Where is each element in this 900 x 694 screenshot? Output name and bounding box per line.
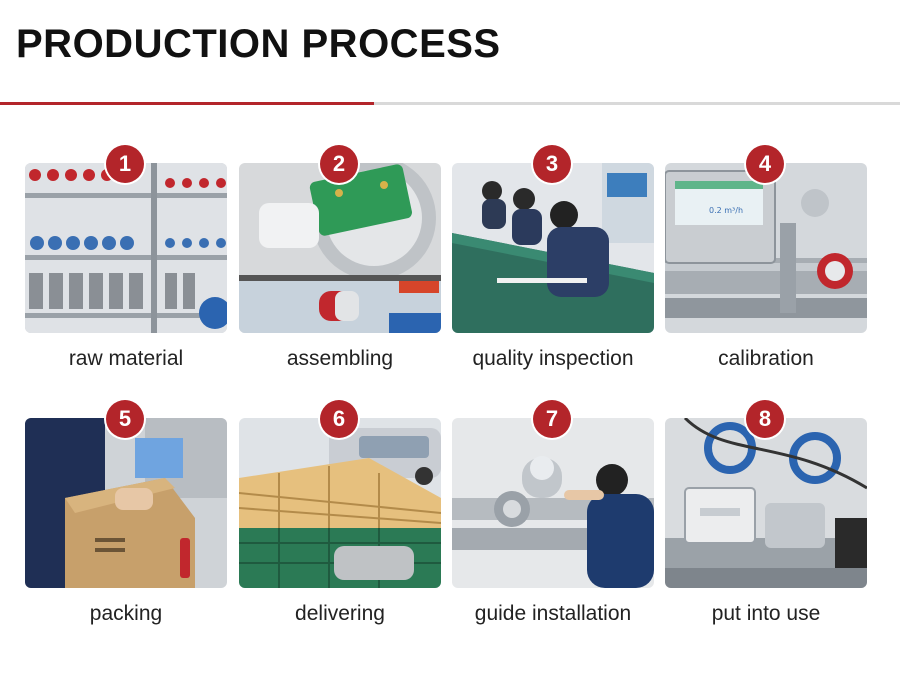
title-divider [0, 102, 900, 105]
step-label: guide installation [474, 602, 632, 625]
photo-raw-material [25, 163, 227, 333]
step-label: calibration [718, 347, 814, 370]
photo-packing [25, 418, 227, 588]
step-number-badge: 4 [746, 145, 784, 183]
title-divider-accent [0, 102, 374, 105]
photo-assembling [239, 163, 441, 333]
step-label: quality inspection [472, 347, 634, 370]
photo-delivering [239, 418, 441, 588]
step-number-badge: 5 [106, 400, 144, 438]
step-label: put into use [711, 602, 821, 625]
page-title: PRODUCTION PROCESS [16, 22, 501, 66]
step-label: assembling [286, 347, 394, 370]
photo-calibration: 0.2 m³/h [665, 163, 867, 333]
step-number-badge: 8 [746, 400, 784, 438]
step-number-badge: 7 [533, 400, 571, 438]
photo-guide-installation [452, 418, 654, 588]
step-number-badge: 6 [320, 400, 358, 438]
photo-quality-inspection [452, 163, 654, 333]
step-number-badge: 2 [320, 145, 358, 183]
photo-put-into-use [665, 418, 867, 588]
svg-text:0.2 m³/h: 0.2 m³/h [709, 206, 743, 215]
step-number-badge: 3 [533, 145, 571, 183]
step-label: delivering [295, 602, 385, 625]
step-label: raw material [68, 347, 184, 370]
step-label: packing [89, 602, 163, 625]
step-number-badge: 1 [106, 145, 144, 183]
